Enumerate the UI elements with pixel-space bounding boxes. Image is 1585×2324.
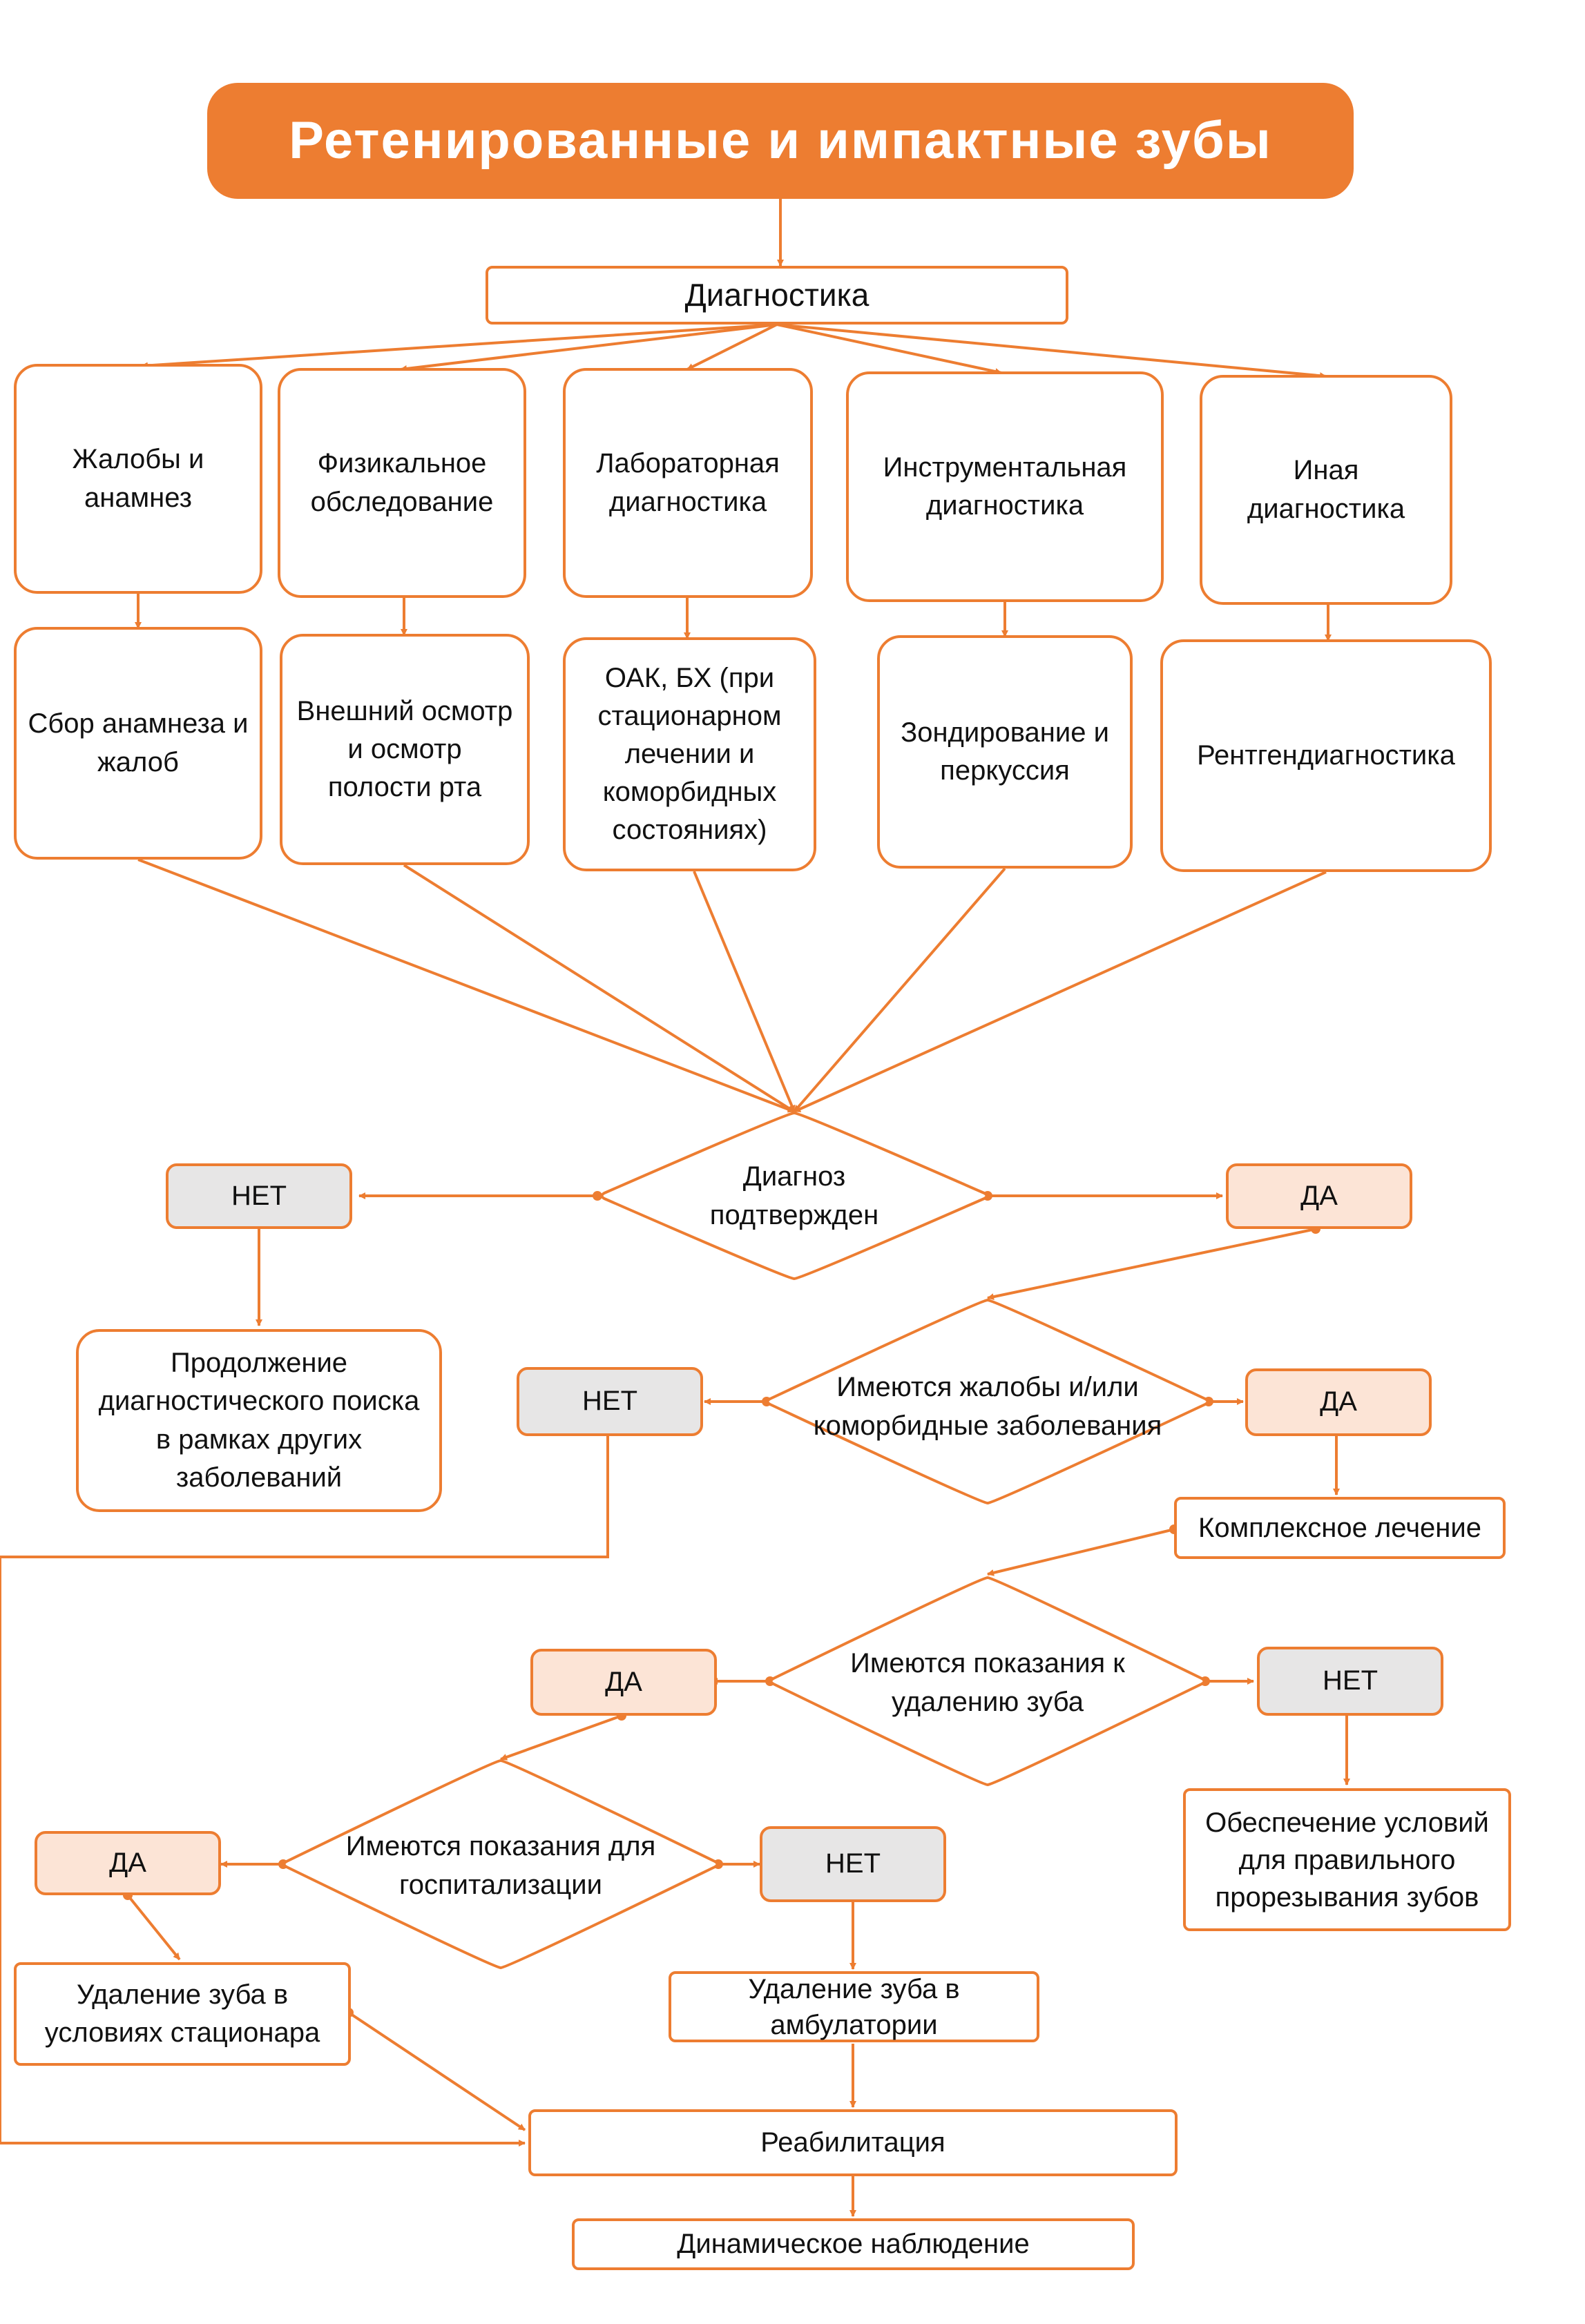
- node-external-exam: Внешний осмотр и осмотр полости рта: [280, 634, 530, 865]
- edge-diagnostics-to-lab: [686, 323, 778, 371]
- edge-yes4-to-hospital: [126, 1894, 181, 1961]
- node-rehabilitation: Реабилитация: [528, 2109, 1178, 2176]
- node-other-diagnostics: Иная диагностика: [1200, 375, 1452, 605]
- edge-diagnostics-to-other: [776, 323, 1327, 380]
- edge-blood-to-diamond: [693, 871, 796, 1112]
- edge-yes3-to-d4: [500, 1714, 622, 1761]
- edge-diagnostics-to-instrumental: [776, 323, 1002, 375]
- node-yes-1: ДА: [1226, 1163, 1412, 1229]
- edge-yes1-to-d2: [987, 1228, 1316, 1301]
- node-no-3: НЕТ: [1257, 1647, 1443, 1716]
- node-dynamic-observation: Динамическое наблюдение: [572, 2218, 1135, 2270]
- node-instrumental-diagnostics: Инструментальная диагностика: [846, 371, 1164, 602]
- node-yes-2: ДА: [1245, 1368, 1432, 1436]
- node-complex-treatment: Комплексное лечение: [1174, 1497, 1506, 1559]
- node-no-2: НЕТ: [517, 1367, 703, 1436]
- node-diagnostics: Диагностика: [486, 266, 1068, 325]
- edge-xray-to-diamond: [794, 871, 1327, 1113]
- edge-complex-to-d3: [987, 1528, 1175, 1576]
- node-yes-4: ДА: [35, 1831, 221, 1895]
- decision-complaints-comorbid-shape: [766, 1298, 1209, 1505]
- node-probing-percussion: Зондирование и перкуссия: [877, 635, 1133, 869]
- node-ambulatory-extraction: Удаление зуба в амбулатории: [669, 1971, 1039, 2042]
- node-xray-diagnostics: Рентгендиагностика: [1160, 639, 1492, 872]
- node-continue-search: Продолжение диагностического поиска в ра…: [76, 1329, 442, 1512]
- diagram-title: Ретенированные и импактные зубы: [207, 83, 1354, 199]
- node-blood-tests: ОАК, БХ (при стационарном лечении и комо…: [563, 637, 816, 871]
- decision-hospitalization-indications: Имеются показания для госпитализации: [345, 1831, 656, 1900]
- decision-complaints-comorbid: Имеются жалобы и/или коморбидные заболев…: [813, 1372, 1162, 1441]
- connector-dot: [593, 1191, 602, 1201]
- edge-anamnesis-to-diamond: [137, 858, 795, 1113]
- edge-hospital-to-rehab: [347, 2011, 526, 2131]
- node-lab-diagnostics: Лабораторная диагностика: [563, 368, 813, 598]
- node-anamnesis-collection: Сбор анамнеза и жалоб: [14, 627, 262, 860]
- node-yes-3: ДА: [530, 1649, 717, 1716]
- node-no-1: НЕТ: [166, 1163, 352, 1229]
- edge-no2-to-rehab: [0, 1436, 609, 2147]
- decision-extraction-indications-shape: [769, 1576, 1206, 1787]
- node-no-4: НЕТ: [760, 1826, 946, 1902]
- edge-diagnostics-to-complaints: [141, 323, 778, 369]
- node-complaints-anamnesis: Жалобы и анамнез: [14, 364, 262, 594]
- node-hospital-extraction: Удаление зуба в условиях стационара: [14, 1962, 351, 2066]
- decision-diagnosis-confirmed-shape: [600, 1111, 988, 1281]
- node-physical-exam: Физикальное обследование: [278, 368, 526, 598]
- decision-hospitalization-indications-shape: [282, 1759, 719, 1970]
- edge-diagnostics-to-physical: [400, 323, 778, 372]
- decision-diagnosis-confirmed: Диагноз подтвержден: [709, 1161, 879, 1230]
- edge-exam-to-diamond: [403, 864, 796, 1113]
- edge-probing-to-diamond: [793, 867, 1006, 1113]
- node-eruption-conditions: Обеспечение условий для правильного прор…: [1183, 1788, 1511, 1931]
- decision-extraction-indications: Имеются показания к удалению зуба: [850, 1648, 1125, 1717]
